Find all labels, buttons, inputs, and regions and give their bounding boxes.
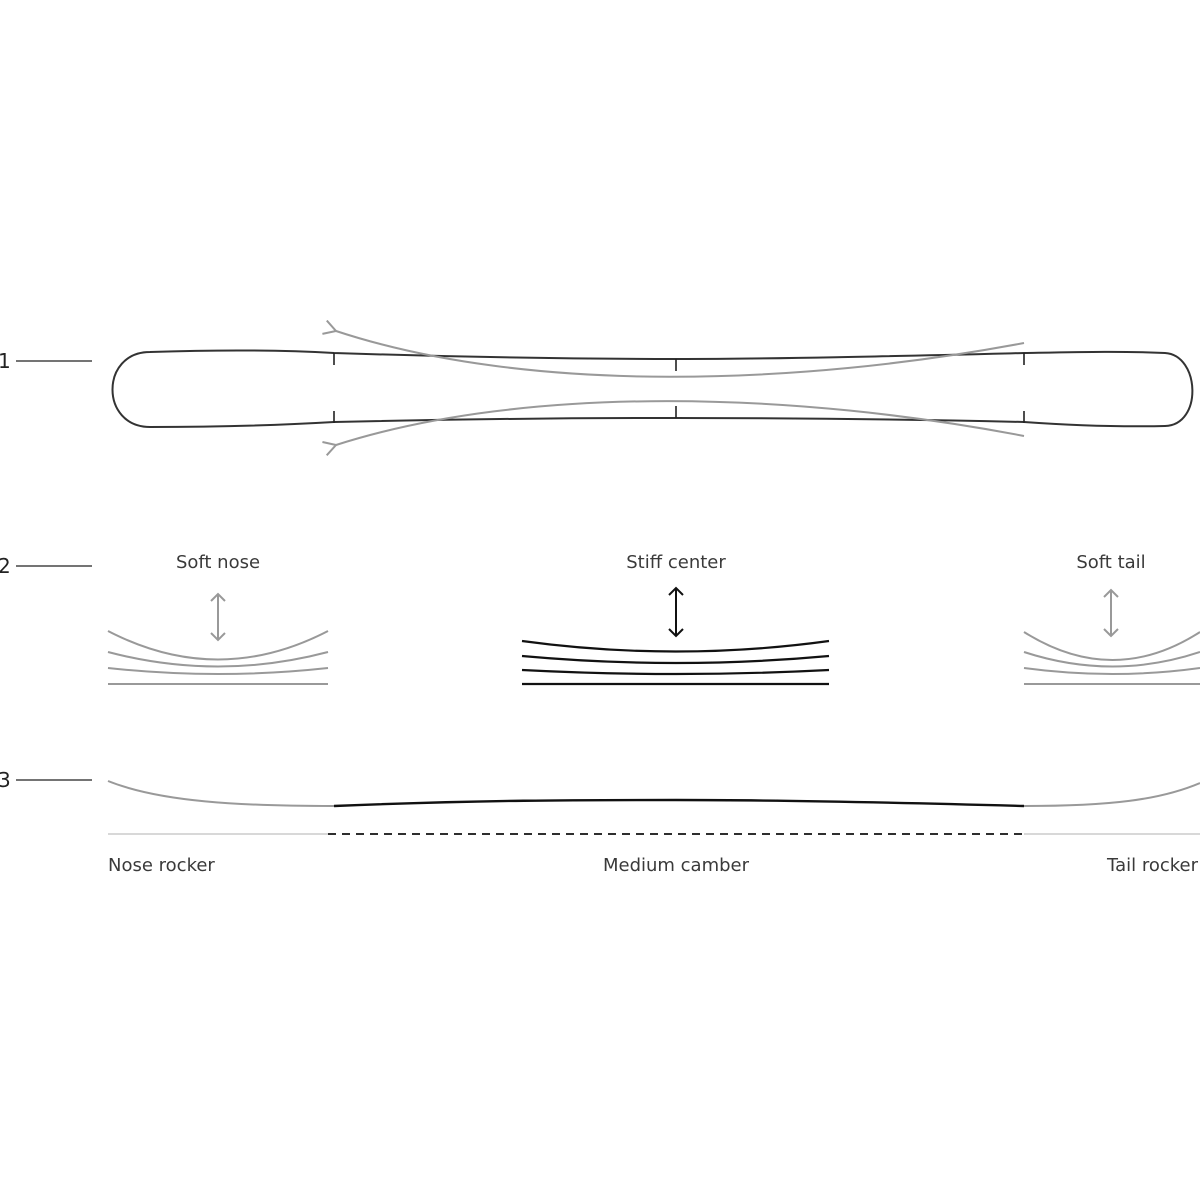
soft-tail-label: Soft tail bbox=[1076, 552, 1145, 573]
soft-tail-flex-lines bbox=[1023, 631, 1200, 685]
soft-nose-flex-arrow bbox=[210, 592, 226, 642]
stiff-center-flex-arrow bbox=[668, 586, 684, 638]
soft-nose-label: Soft nose bbox=[176, 552, 260, 573]
row-number-2: 2 bbox=[0, 554, 11, 578]
turn-arc-lower bbox=[322, 400, 1025, 456]
nose-rocker-profile bbox=[107, 780, 335, 807]
turn-arc-upper bbox=[322, 319, 1025, 378]
soft-nose-flex-lines bbox=[107, 630, 329, 685]
tail-rocker-profile bbox=[1023, 782, 1200, 807]
ski-outline bbox=[111, 349, 1194, 429]
row-number-3: 3 bbox=[0, 768, 11, 792]
stiff-center-label: Stiff center bbox=[626, 552, 726, 573]
soft-tail-flex-arrow bbox=[1103, 588, 1119, 638]
tail-rocker-label: Tail rocker bbox=[1106, 855, 1199, 876]
row-number-1: 1 bbox=[0, 349, 11, 373]
stiff-center-flex-lines bbox=[521, 639, 830, 686]
nose-rocker-label: Nose rocker bbox=[108, 855, 215, 876]
camber-profile bbox=[333, 798, 1025, 808]
medium-camber-label: Medium camber bbox=[603, 855, 750, 876]
